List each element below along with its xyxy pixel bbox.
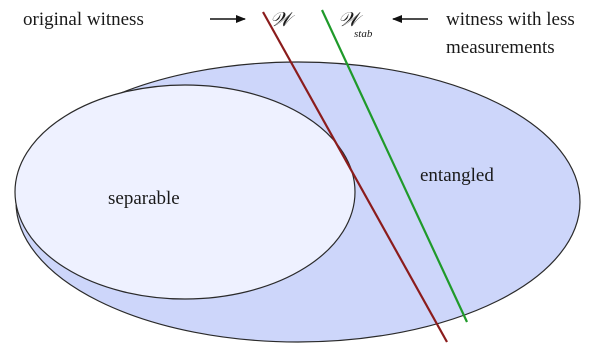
original-witness-label: original witness [23,9,144,30]
stab-witness-symbol: 𝒲 [338,9,364,31]
entangled-label: entangled [420,165,494,186]
stab-subscript: stab [354,28,373,40]
stab-witness-line [321,9,468,323]
witness-symbol: 𝒲 [270,9,296,31]
separable-label: separable [108,188,180,209]
original-witness-line [262,11,448,343]
less-measurements-label-line1: witness with less [446,9,575,30]
less-measurements-label-line2: measurements [446,37,555,58]
separable-set-ellipse [14,84,356,300]
